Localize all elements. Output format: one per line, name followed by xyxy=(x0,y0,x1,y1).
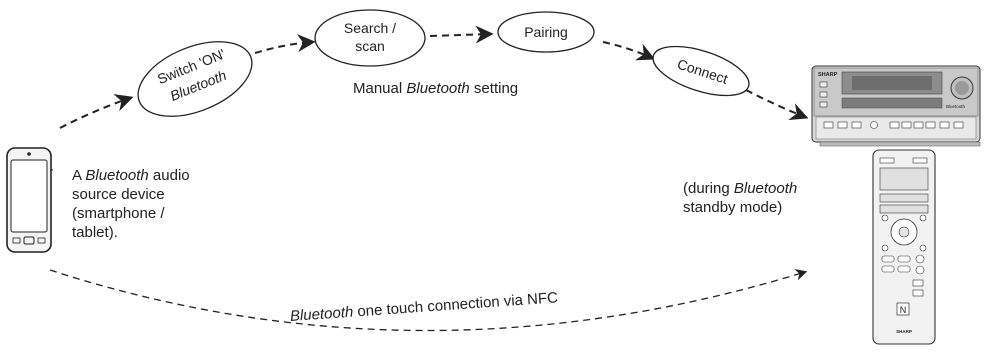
stereo-bt-badge: Bluetooth xyxy=(946,104,966,109)
stereo-brand: SHARP xyxy=(818,72,838,78)
standby-line1: (during Bluetooth xyxy=(683,179,843,198)
stereo-illustration: SHARP Bluetooth xyxy=(811,65,981,147)
source-device-line3: (smartphone / xyxy=(72,205,165,222)
step-search-line1: Search / xyxy=(344,20,396,36)
standby-em: Bluetooth xyxy=(733,180,798,197)
source-device-line1: A Bluetooth audio xyxy=(72,166,222,185)
source-line1-em: Bluetooth xyxy=(85,167,149,184)
smartphone-illustration xyxy=(6,147,53,253)
manual-suffix: setting xyxy=(469,80,519,97)
standby-prefix: (during xyxy=(683,180,734,197)
standby-line2: standby mode) xyxy=(683,199,783,216)
arrow-connect-to-stereo xyxy=(745,89,809,121)
remote-nfc-mark: N xyxy=(900,305,907,315)
standby-note: (during Bluetooth standby mode) xyxy=(683,179,843,217)
source-device-label: A Bluetooth audio source device (smartph… xyxy=(72,166,222,242)
step-search-scan: Search / scan xyxy=(314,9,426,67)
arrow-nfc xyxy=(49,269,808,332)
arrow-switch-to-search xyxy=(254,34,316,54)
arrow-search-to-pairing xyxy=(429,25,494,44)
source-line1-suffix: audio xyxy=(148,167,190,184)
arrow-phone-to-switch xyxy=(59,94,134,129)
step-pairing: Pairing xyxy=(497,11,595,53)
source-line1-prefix: A xyxy=(72,167,86,184)
remote-brand: SHARP xyxy=(896,329,912,334)
arrow-pairing-to-connect xyxy=(602,41,656,61)
manual-prefix: Manual xyxy=(353,80,407,97)
step-search-line2: scan xyxy=(355,38,385,54)
manual-em: Bluetooth xyxy=(406,80,470,97)
manual-setting-label: Manual Bluetooth setting xyxy=(353,79,518,98)
remote-illustration: N SHARP xyxy=(872,149,936,345)
step-switch-on-bluetooth: Switch 'ON' Bluetooth xyxy=(137,41,253,117)
nfc-em: Bluetooth xyxy=(289,303,354,325)
source-device-line4: tablet). xyxy=(72,224,118,241)
source-device-line2: source device xyxy=(72,186,165,203)
step-connect: Connect xyxy=(652,45,750,97)
step-pairing-label: Pairing xyxy=(524,24,568,40)
